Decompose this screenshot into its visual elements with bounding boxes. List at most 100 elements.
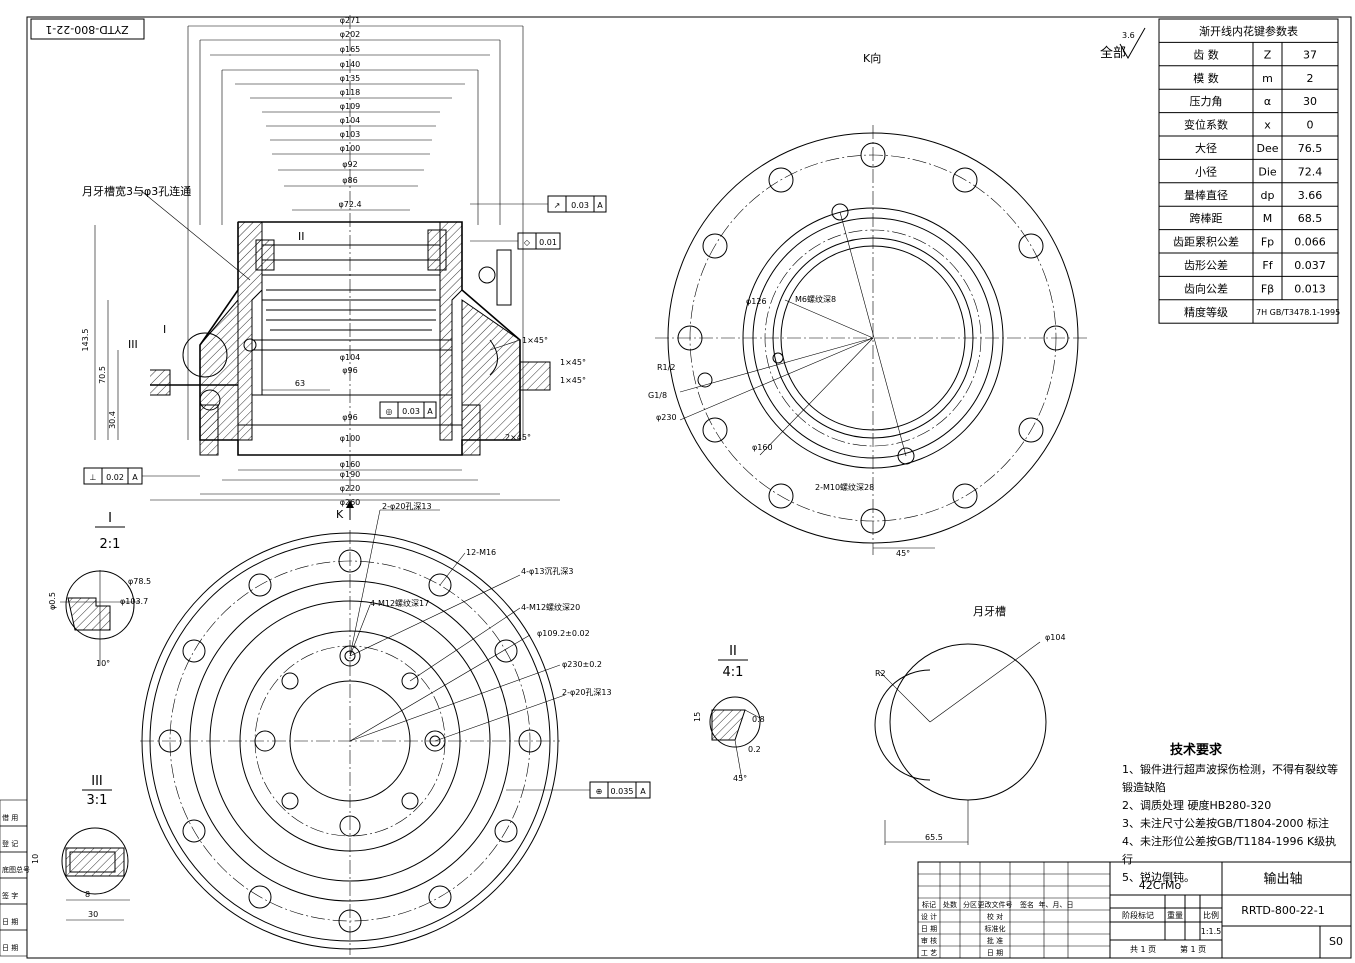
svg-text:42CrMo: 42CrMo [1139, 879, 1182, 892]
svg-text:2-φ20孔深13: 2-φ20孔深13 [562, 688, 612, 697]
spline-row-value: 76.5 [1298, 142, 1323, 155]
spline-row-symbol: Ff [1262, 259, 1273, 272]
svg-text:φ100: φ100 [340, 434, 361, 443]
svg-text:2-φ20孔深13: 2-φ20孔深13 [382, 502, 432, 511]
svg-text:12-M16: 12-M16 [466, 548, 496, 557]
svg-text:70.5: 70.5 [98, 366, 107, 384]
crescent-view: 月牙槽 φ104 65.5 R2 [874, 605, 1066, 845]
svg-text:锻造缺陷: 锻造缺陷 [1122, 780, 1166, 794]
svg-text:2-M10螺纹深28: 2-M10螺纹深28 [815, 482, 874, 492]
title-block-cell: 标准化 [985, 924, 1006, 933]
spline-row-value: 30 [1303, 95, 1317, 108]
svg-text:5、锐边倒钝。: 5、锐边倒钝。 [1122, 870, 1195, 884]
spline-row-name: 齿形公差 [1184, 258, 1228, 272]
spline-row-symbol: dp [1261, 189, 1275, 202]
spline-row-name: 齿距累积公差 [1173, 235, 1239, 249]
title-block-cell: 批 准 [987, 936, 1003, 945]
drawing-code-box: ZYTD-800-22-1 [30, 18, 145, 40]
svg-text:◎: ◎ [386, 407, 393, 416]
svg-text:1×45°: 1×45° [560, 376, 586, 385]
svg-text:I: I [108, 511, 112, 526]
detail-III: III 3:1 8 30 10 [31, 774, 130, 921]
svg-text:4:1: 4:1 [723, 665, 744, 680]
svg-text:行: 行 [1122, 853, 1133, 866]
gdt-runout: ↗ 0.03 A [470, 195, 607, 213]
svg-text:比例: 比例 [1203, 910, 1219, 920]
spline-row-name: 模 数 [1193, 72, 1219, 85]
drawing-code-flipped: ZYTD-800-22-1 [45, 23, 128, 36]
gdt-concentricity: ◎ 0.03 A [379, 401, 437, 419]
margin-label: 登 记 [2, 839, 18, 848]
k-view-label: K向 [863, 51, 881, 65]
svg-text:8: 8 [85, 890, 90, 899]
svg-text:↗: ↗ [554, 201, 561, 210]
spline-row-symbol: Die [1258, 165, 1277, 178]
svg-text:0.8: 0.8 [752, 715, 765, 724]
svg-text:1、锻件进行超声波探伤检测，不得有裂纹等: 1、锻件进行超声波探伤检测，不得有裂纹等 [1122, 762, 1338, 776]
spline-row-name: 齿向公差 [1184, 281, 1228, 295]
svg-text:φ109.2±0.02: φ109.2±0.02 [537, 629, 590, 638]
title-block-cell: 日 期 [921, 925, 937, 933]
gdt-perpendicularity: ⊥ 0.02 A [83, 467, 200, 485]
svg-text:0.03: 0.03 [571, 201, 589, 210]
svg-text:2、调质处理 硬度HB280-320: 2、调质处理 硬度HB280-320 [1122, 798, 1271, 812]
svg-text:45°: 45° [896, 549, 910, 558]
spline-table-frame [1158, 18, 1339, 324]
svg-text:A: A [597, 201, 603, 210]
svg-text:45°: 45° [733, 774, 747, 783]
label-III: III [128, 338, 138, 351]
svg-text:S0: S0 [1329, 935, 1343, 948]
svg-text:II: II [298, 230, 305, 243]
spline-row-symbol: Z [1264, 48, 1272, 61]
margin-label: 借 用 [2, 813, 18, 822]
svg-text:0.02: 0.02 [106, 473, 124, 482]
title-block-cell: 日 期 [987, 949, 1003, 957]
plan-view-bolt-holes [158, 549, 542, 933]
svg-text:2×45°: 2×45° [505, 433, 531, 442]
svg-text:φ230±0.2: φ230±0.2 [562, 660, 602, 669]
spline-row-name: 齿 数 [1193, 48, 1219, 61]
svg-text:R1/2: R1/2 [657, 363, 675, 372]
svg-text:10: 10 [31, 854, 40, 864]
surface-note: 全部 3.6 [1100, 27, 1146, 61]
margin-label: 签 字 [2, 891, 18, 900]
spline-row-symbol: m [1262, 72, 1273, 85]
svg-text:全部: 全部 [1100, 45, 1126, 61]
svg-text:φ126: φ126 [746, 297, 767, 306]
title-block-cell: 分区 [963, 900, 977, 909]
svg-text:重量: 重量 [1167, 910, 1183, 920]
spline-row-name: 跨棒距 [1190, 211, 1223, 225]
svg-text:第 1 页: 第 1 页 [1180, 944, 1206, 954]
svg-text:III: III [91, 774, 103, 789]
spline-row-value: 72.4 [1298, 165, 1323, 178]
svg-text:⊕: ⊕ [596, 787, 603, 796]
dim-63: 63 [295, 379, 305, 388]
svg-text:φ220: φ220 [340, 484, 361, 493]
svg-text:φ230: φ230 [656, 413, 677, 422]
datum-circle [478, 266, 496, 284]
svg-text:3:1: 3:1 [87, 793, 108, 808]
spline-row-name: 压力角 [1190, 95, 1223, 108]
svg-text:RRTD-800-22-1: RRTD-800-22-1 [1241, 904, 1325, 917]
svg-text:1×45°: 1×45° [522, 336, 548, 345]
title-block-cell: 年、月、日 [1039, 900, 1074, 909]
svg-text:1:1.5: 1:1.5 [1201, 927, 1222, 936]
svg-text:4、未注形位公差按GB/T1184-1996 K级执: 4、未注形位公差按GB/T1184-1996 K级执 [1122, 834, 1336, 848]
svg-text:⊥: ⊥ [90, 473, 97, 482]
spline-row-symbol: Fβ [1261, 282, 1274, 295]
svg-text:15: 15 [693, 712, 702, 722]
title-block-cell: 工 艺 [921, 949, 937, 957]
spline-row-symbol: 7H GB/T3478.1-1995 [1256, 308, 1340, 317]
svg-text:30.4: 30.4 [108, 411, 117, 429]
title-block-cell: 审 核 [921, 936, 937, 945]
title-block-cell: 更改文件号 [978, 900, 1013, 909]
spline-row-value: 0.013 [1294, 282, 1326, 295]
drawing-border [26, 16, 1352, 959]
spline-row-value: 3.66 [1298, 189, 1323, 202]
spline-row-name: 小径 [1195, 165, 1217, 178]
svg-text:1×45°: 1×45° [560, 358, 586, 367]
svg-text:技术要求: 技术要求 [1170, 742, 1223, 758]
svg-text:共 1 页: 共 1 页 [1130, 945, 1156, 954]
